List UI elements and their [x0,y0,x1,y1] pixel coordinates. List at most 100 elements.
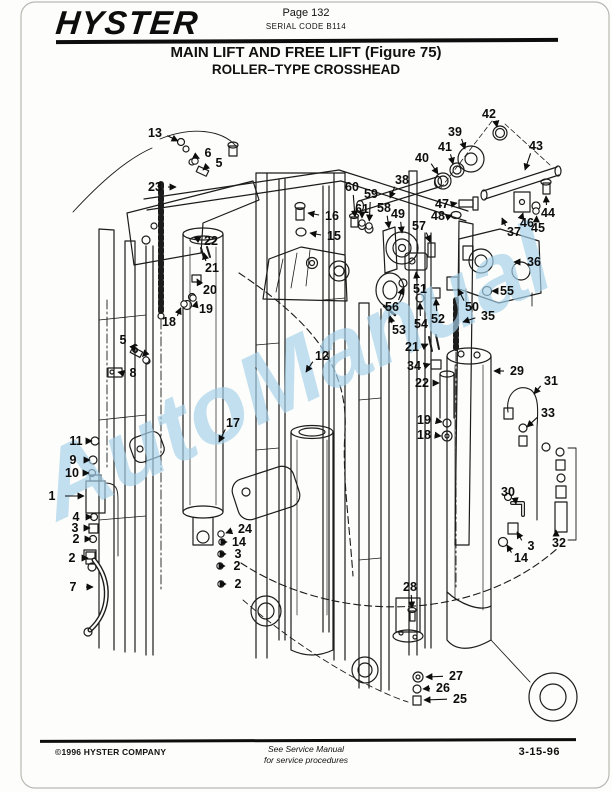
callout-59: 59 [364,187,378,201]
leader-35 [462,316,476,324]
leader-22 [193,236,202,244]
callout-6: 6 [132,342,139,356]
leader-19 [434,417,443,425]
callout-56: 56 [385,300,399,314]
diagram-line-art [20,1,610,789]
callout-3: 3 [528,539,535,553]
callout-7: 7 [70,580,77,594]
leader-19 [191,300,199,309]
leader-30 [511,497,519,505]
part-59 [365,222,373,230]
part-6 [142,356,150,364]
part-61 [358,219,366,227]
leader-57 [424,232,432,243]
leader-5 [129,343,136,352]
leader-12 [305,361,314,373]
part-24 [217,530,225,538]
callout-9: 9 [70,453,77,467]
service-note-line1: See Service Manual [267,744,345,754]
leader-6 [141,349,150,357]
callout-42: 42 [482,107,496,121]
leader-17 [218,429,226,443]
part-2 [217,580,225,588]
callout-10: 10 [65,466,79,480]
secondary-lift-cylinder [181,227,224,546]
leader-21 [202,252,209,262]
callout-60: 60 [345,180,359,194]
callout-61: 61 [355,202,369,216]
callout-57: 57 [412,219,426,233]
callout-13: 13 [148,126,162,140]
callout-48: 48 [431,209,445,223]
callout-49: 49 [391,207,405,221]
hose-clamp-and-bolts [72,130,239,213]
leader-3 [516,531,524,541]
callout-1: 1 [49,489,56,503]
callout-27: 27 [449,669,463,683]
dashed-hose-routing [238,272,560,703]
leader-43 [523,153,532,171]
leader-60 [350,194,359,218]
callout-4: 4 [73,510,80,524]
page-number: Page 132 [282,7,330,19]
leader-46 [517,212,525,221]
callout-2: 2 [234,559,241,573]
figure-title: MAIN LIFT AND FREE LIFT (Figure 75) [170,44,442,61]
leader-38 [389,186,396,199]
leader-13 [167,134,179,142]
part-14 [218,538,226,546]
leader-51 [413,271,421,282]
figure-subtitle: ROLLER–TYPE CROSSHEAD [211,62,401,77]
callout-21: 21 [405,340,419,354]
center-mast-channel [255,172,346,661]
callout-24: 24 [238,522,252,536]
leader-16 [307,210,320,218]
part-18 [180,300,188,308]
chain-sheave-assembly [348,212,493,317]
callout-19: 19 [417,413,431,427]
leader-50 [457,288,465,301]
callout-58: 58 [377,201,391,215]
leader-49 [397,221,405,234]
service-note: See Service Manual for service procedure… [206,744,406,765]
callout-44: 44 [541,206,555,220]
part-2 [216,562,224,570]
callout-20: 20 [203,283,217,297]
leader-6 [191,152,200,159]
page-info: Page 132 SERIAL CODE B114 [206,7,406,33]
callout-5: 5 [120,333,127,347]
leader-41 [447,154,455,165]
watermark: AutoManual [18,202,570,541]
callout-37: 37 [507,225,521,239]
right-mast-rails [358,170,474,691]
leader-28 [408,594,416,609]
leader-21 [420,343,429,350]
service-note-line2: for service procedures [263,754,349,765]
leader-34 [422,362,431,370]
callout-16: 16 [325,209,339,223]
part-45 [532,207,540,215]
leader-18 [434,431,442,439]
callout-36: 36 [527,255,541,269]
part-19 [189,294,197,302]
revision-date: 3-15-96 [518,746,560,758]
callout-2: 2 [73,532,80,546]
callout-41: 41 [438,140,452,154]
callout-29: 29 [510,364,524,378]
leader-40 [430,163,439,175]
leader-25 [423,696,448,704]
leader-15 [309,230,322,238]
callout-52: 52 [431,312,445,326]
upper-left-bracket [126,169,469,266]
callout-31: 31 [544,374,558,388]
callout-51: 51 [413,282,427,296]
roller-stack [355,120,562,220]
cylinder-base-mount [392,597,424,706]
callout-5: 5 [216,156,223,170]
page-edge [20,1,610,789]
leader-56 [397,287,405,301]
part-6 [191,157,199,165]
leader-14 [506,544,514,553]
callout-53: 53 [392,323,406,337]
